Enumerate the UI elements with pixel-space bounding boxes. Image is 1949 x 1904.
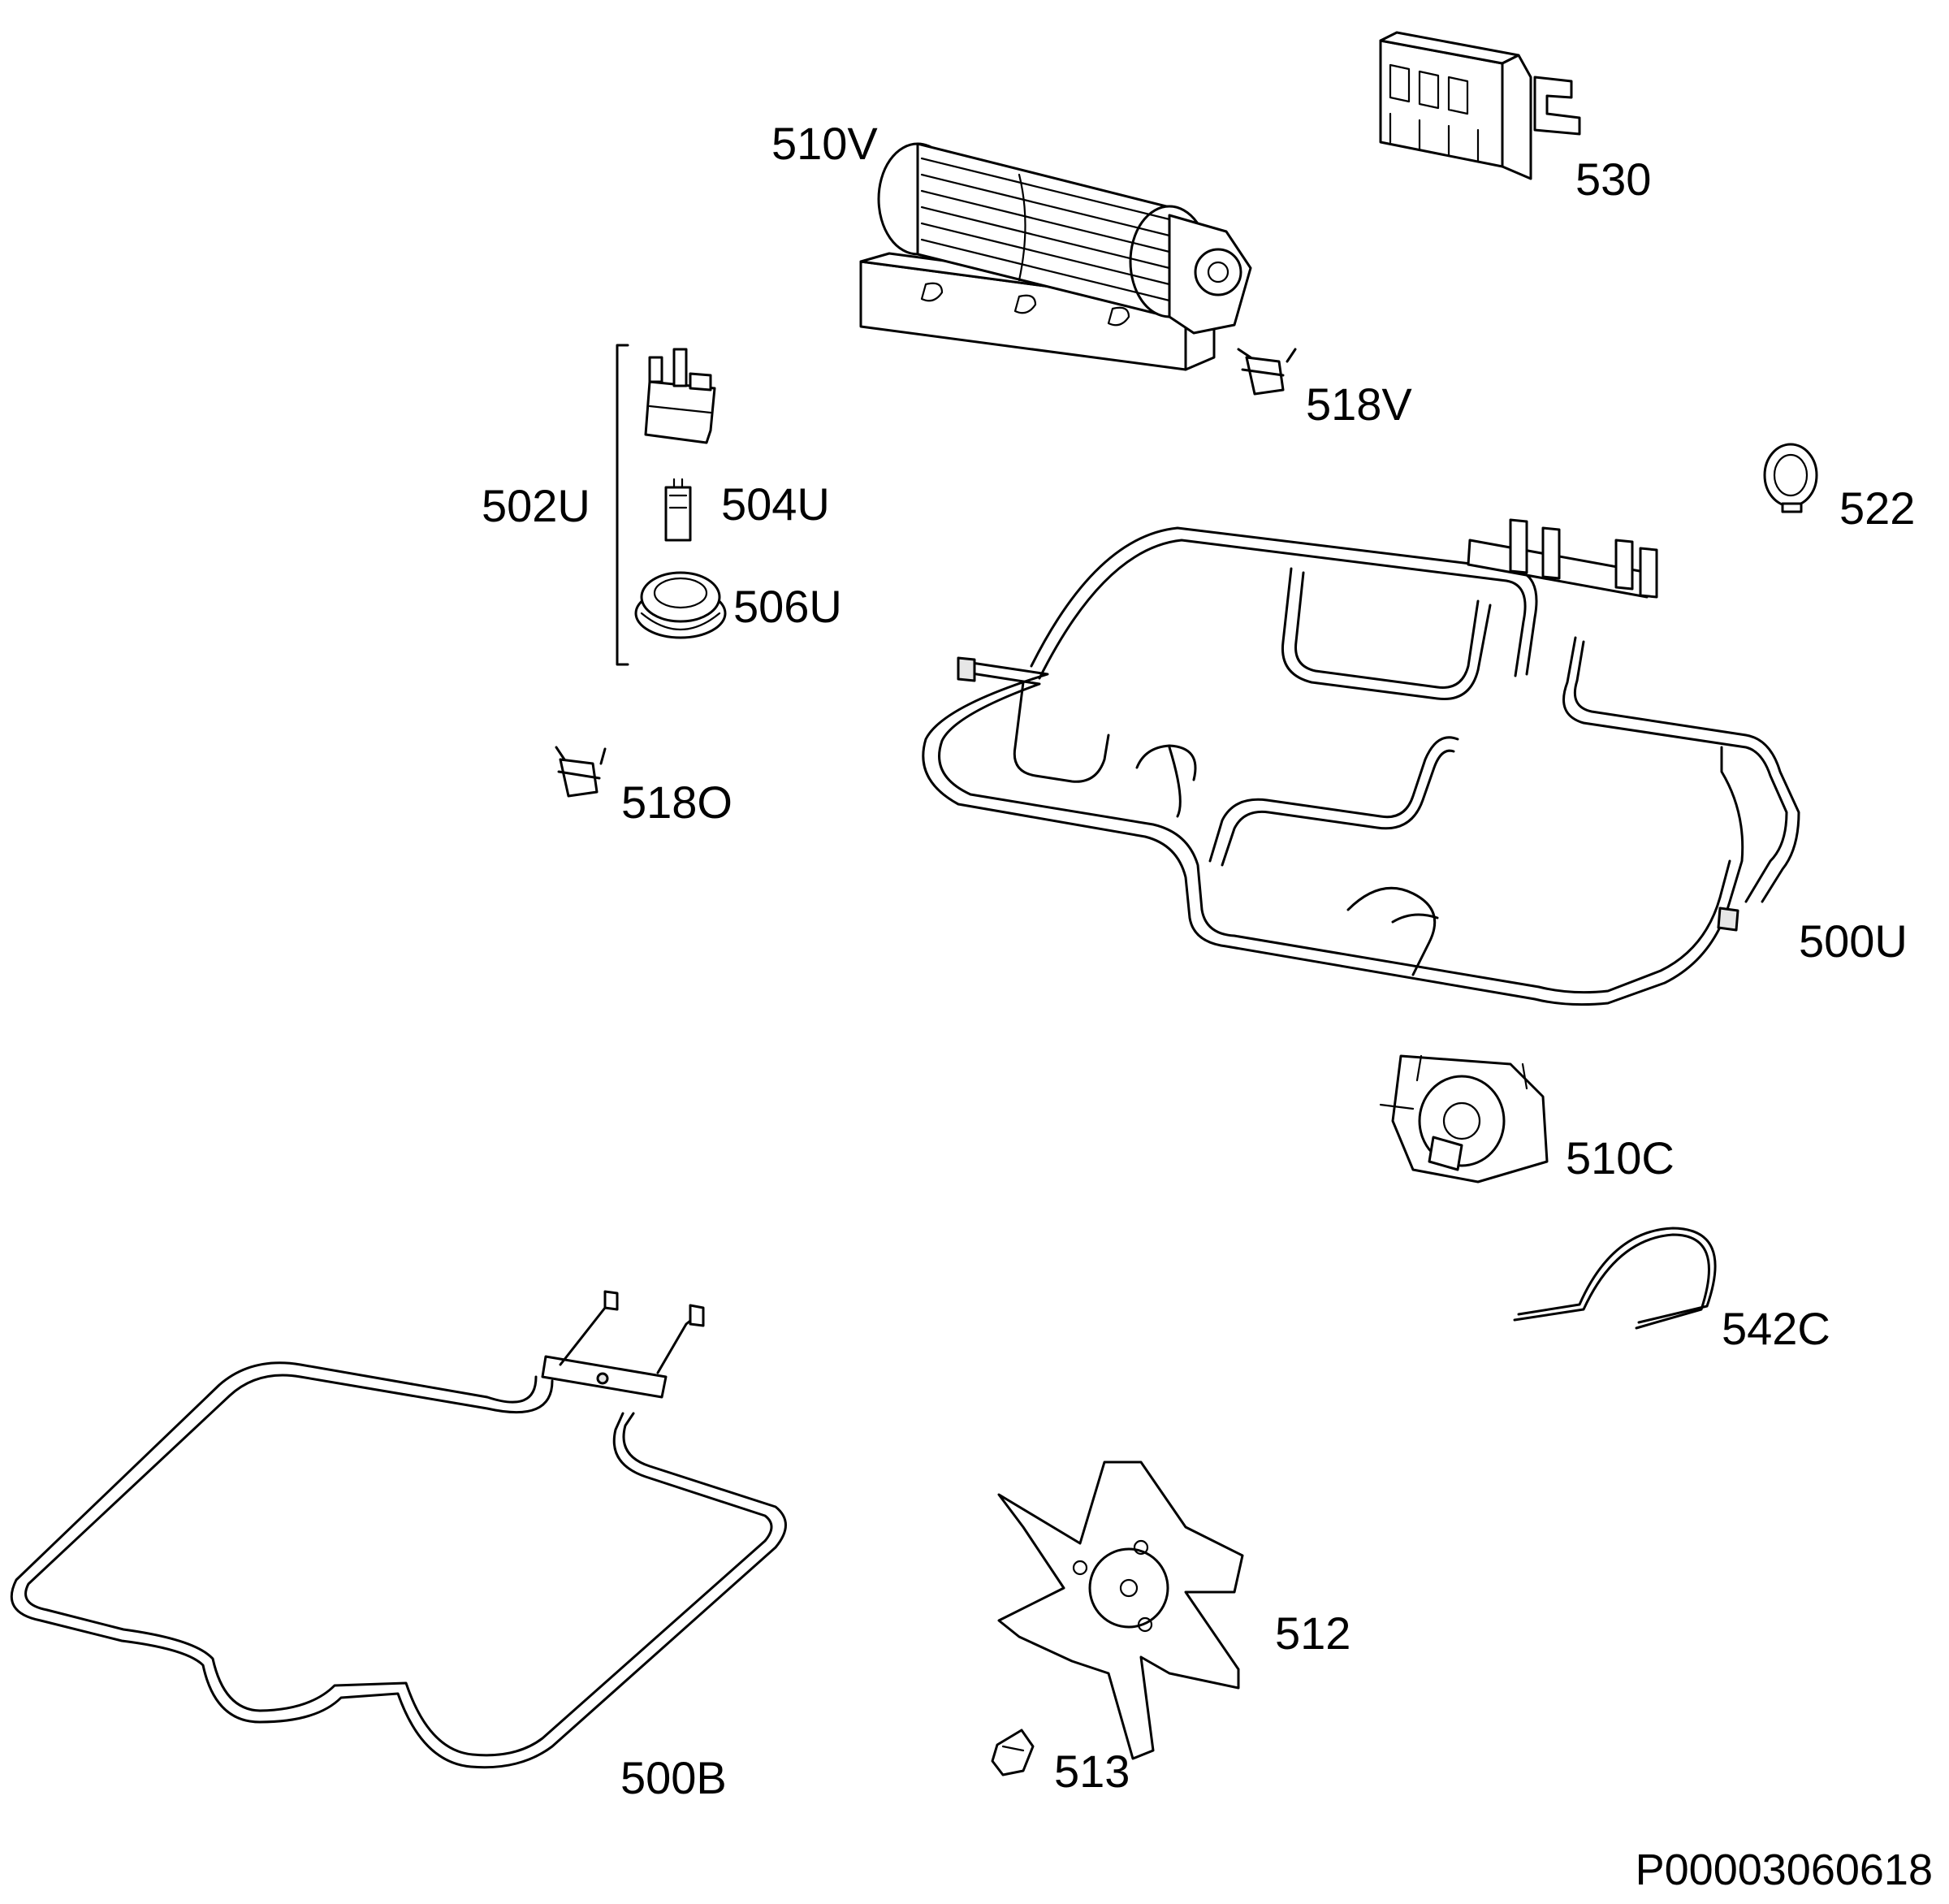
label-502u: 502U xyxy=(482,480,590,531)
part-506u-lamp-cover xyxy=(634,571,727,639)
part-518o-clip xyxy=(555,746,607,798)
part-510v-tangential-fan xyxy=(859,142,1252,371)
label-542c: 542C xyxy=(1722,1303,1830,1354)
label-500b: 500B xyxy=(620,1752,727,1803)
part-542c-spring-clip xyxy=(1513,1227,1717,1330)
part-504u-lamp-bulb xyxy=(664,478,692,542)
part-500b-bottom-heating-element xyxy=(10,1290,787,1769)
label-510v: 510V xyxy=(771,118,878,169)
part-530-terminal-block xyxy=(1379,31,1581,180)
label-530: 530 xyxy=(1575,154,1651,205)
part-518v-clip xyxy=(1237,348,1297,396)
label-513: 513 xyxy=(1054,1746,1130,1797)
group-502u-bracket xyxy=(616,344,629,666)
label-504u: 504U xyxy=(721,478,830,530)
label-522: 522 xyxy=(1839,482,1915,534)
part-512-fan-blade xyxy=(997,1460,1244,1760)
label-506u: 506U xyxy=(733,581,842,632)
document-number: P00003060618 xyxy=(1636,1846,1933,1894)
part-522-clamp-ring xyxy=(1763,443,1818,513)
label-518o: 518O xyxy=(621,777,732,828)
label-518v: 518V xyxy=(1306,379,1412,430)
part-513-fan-nut xyxy=(991,1729,1035,1776)
label-512: 512 xyxy=(1275,1608,1350,1659)
part-510c-convection-motor xyxy=(1379,1054,1549,1184)
label-500u: 500U xyxy=(1799,915,1908,967)
label-510c: 510C xyxy=(1566,1132,1675,1184)
part-lamp-holder xyxy=(644,348,716,444)
part-500u-top-heating-element xyxy=(922,518,1800,1006)
